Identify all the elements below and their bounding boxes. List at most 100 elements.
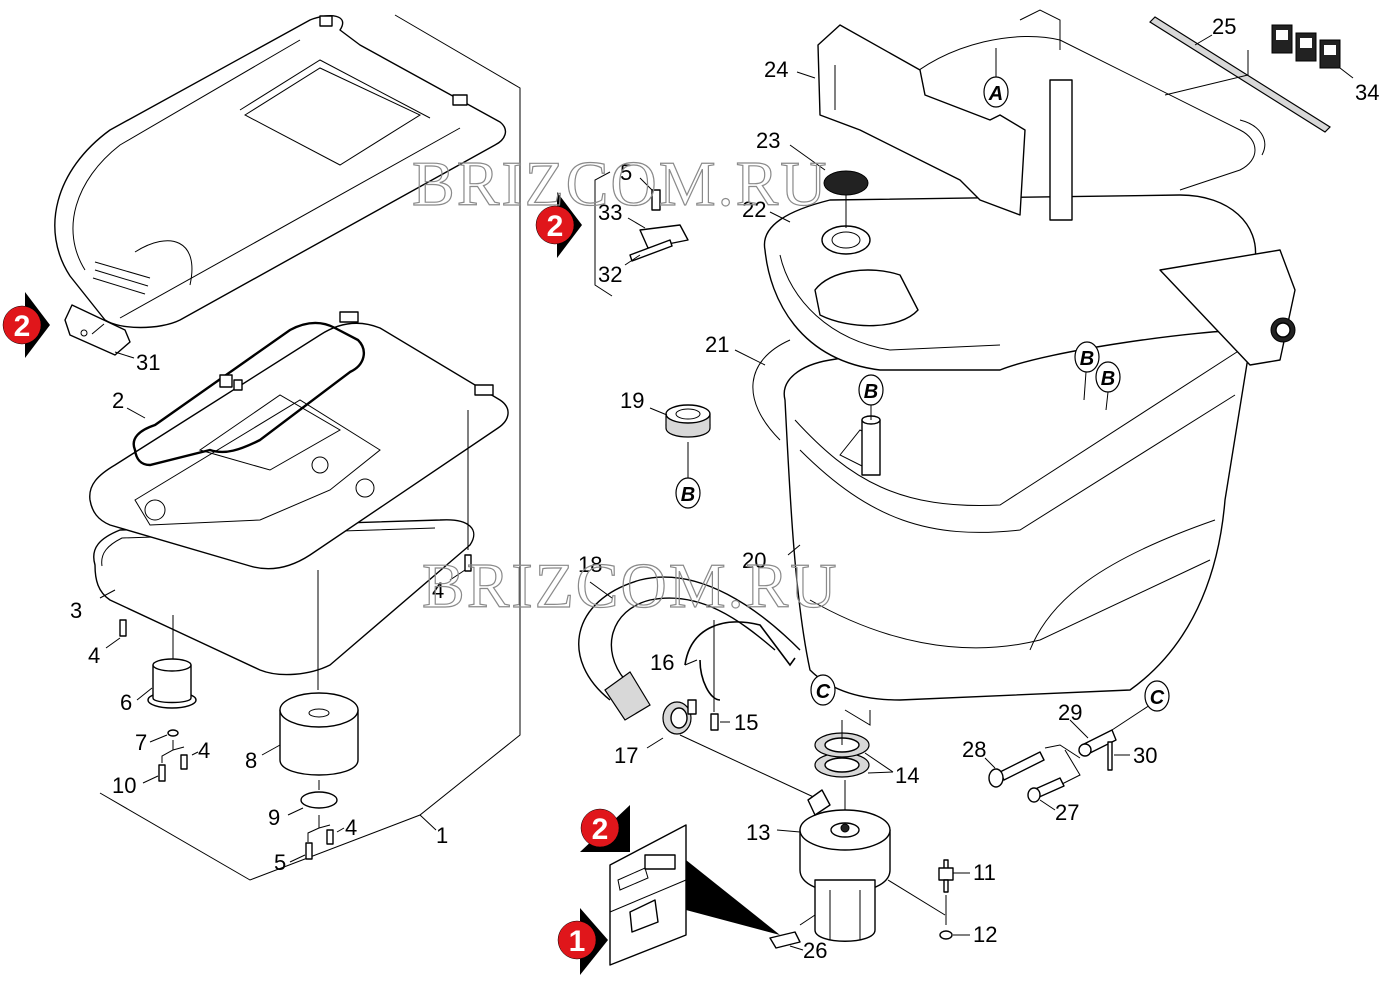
kit-marker-2-hinge: 2 (535, 192, 582, 258)
screw-part-15 (710, 620, 730, 731)
svg-text:B: B (864, 381, 878, 403)
svg-text:B: B (681, 484, 695, 506)
base-plate-part (89, 322, 509, 570)
foot-part-6 (136, 615, 197, 709)
callout-26: 26 (803, 938, 827, 963)
callout-33: 33 (598, 200, 622, 225)
tank-body-part-20 (783, 298, 1252, 701)
callout-9: 9 (268, 805, 280, 830)
baffle-part-24 (796, 24, 1026, 216)
callout-19: 19 (620, 388, 644, 413)
callout-27: 27 (1055, 800, 1079, 825)
callout-15: 15 (734, 710, 758, 735)
callout-6: 6 (120, 690, 132, 715)
callout-8: 8 (245, 748, 257, 773)
svg-text:A: A (988, 83, 1003, 105)
screw-part-4d (326, 827, 345, 845)
ref-bubble-c-fitting: C (1144, 680, 1170, 712)
tank-frame-upper (899, 9, 1266, 221)
watermark-bottom: BRIZCOM.RU (422, 550, 839, 621)
carbon-brush-part-26 (769, 914, 816, 951)
callout-17: 17 (614, 743, 638, 768)
callout-4: 4 (88, 643, 100, 668)
bumper-part-11 (938, 859, 970, 925)
svg-text:C: C (816, 681, 831, 703)
motor-part-13 (776, 780, 946, 942)
leader-part-3 (99, 589, 116, 599)
screw-part-28 (984, 744, 1081, 788)
callout-14: 14 (895, 763, 919, 788)
hose-seal-part-21 (734, 339, 791, 441)
callout-4: 4 (345, 815, 357, 840)
callout-16: 16 (650, 650, 674, 675)
callout-11: 11 (973, 860, 996, 885)
screw-part-4b (449, 410, 472, 581)
svg-text:B: B (1101, 368, 1115, 390)
assembly-frame-1 (99, 14, 521, 881)
callout-25: 25 (1212, 14, 1236, 39)
washer-part-7 (149, 729, 185, 763)
disc-part-9 (287, 780, 338, 842)
svg-text:2: 2 (14, 310, 31, 343)
cap-part-19 (649, 404, 711, 478)
screw-part-4a (105, 619, 127, 649)
ref-bubble-c-tank: C (810, 674, 836, 706)
svg-text:2: 2 (547, 210, 564, 243)
svg-text:B: B (1080, 348, 1094, 370)
screw-part-5b (289, 842, 313, 863)
bracket-part-16 (684, 621, 796, 701)
plug-part-27 (1027, 777, 1065, 811)
callout-30: 30 (1133, 743, 1157, 768)
brush-kit-panel (609, 824, 780, 966)
clamp-part-17 (646, 699, 821, 801)
callout-4: 4 (198, 738, 210, 763)
callout-24: 24 (764, 57, 788, 82)
svg-text:1: 1 (569, 925, 586, 958)
ref-bubble-b-tank: B (858, 374, 884, 420)
tray-part-3 (93, 519, 475, 676)
kit-marker-2-brushes: 2 (580, 805, 630, 852)
callout-5: 5 (620, 160, 632, 185)
callout-20: 20 (742, 548, 766, 573)
callout-labels: 31 2 3 4 4 4 4 6 7 10 8 9 5 1 5 33 32 24… (70, 14, 1379, 963)
leader-part-1 (419, 814, 437, 831)
kit-marker-1-brushes: 1 (557, 908, 608, 975)
watermark-top: BRIZCOM.RU (412, 148, 829, 219)
callout-28: 28 (962, 737, 986, 762)
leader-part-2 (126, 407, 146, 419)
ref-bubble-b-19: B (675, 477, 701, 509)
kit-marker-2-latch: 2 (2, 292, 50, 358)
callout-23: 23 (756, 128, 780, 153)
pin-part-30 (1107, 741, 1130, 771)
callout-5: 5 (274, 850, 286, 875)
callout-1: 1 (436, 823, 448, 848)
hose-part-18 (578, 576, 801, 721)
label-set-part-34 (1271, 24, 1354, 79)
seal-rings-part-14 (814, 709, 894, 778)
callout-10: 10 (112, 773, 136, 798)
callout-18: 18 (578, 552, 602, 577)
screw-part-4c (180, 751, 199, 770)
pin-part-29 (1069, 704, 1151, 757)
filter-basket-part-23 (789, 144, 871, 255)
nut-part-12 (939, 930, 970, 940)
callout-13: 13 (746, 820, 770, 845)
latch-part-31 (64, 304, 135, 359)
svg-text:2: 2 (592, 813, 609, 846)
callout-32: 32 (598, 262, 622, 287)
callout-2: 2 (112, 388, 124, 413)
callout-29: 29 (1058, 700, 1082, 725)
filter-part-8 (261, 570, 359, 776)
callout-31: 31 (136, 350, 160, 375)
screw-part-10 (142, 764, 166, 784)
ref-bubble-b-right-2: B (1095, 361, 1121, 411)
hinge-kit-group (594, 171, 689, 297)
callout-12: 12 (973, 922, 997, 947)
ref-bubble-b-right-1: B (1074, 341, 1100, 401)
rod-part-25 (1149, 16, 1331, 133)
ref-bubble-a: A (983, 48, 1009, 108)
callout-4: 4 (432, 578, 444, 603)
callout-21: 21 (705, 332, 729, 357)
callout-3: 3 (70, 598, 82, 623)
